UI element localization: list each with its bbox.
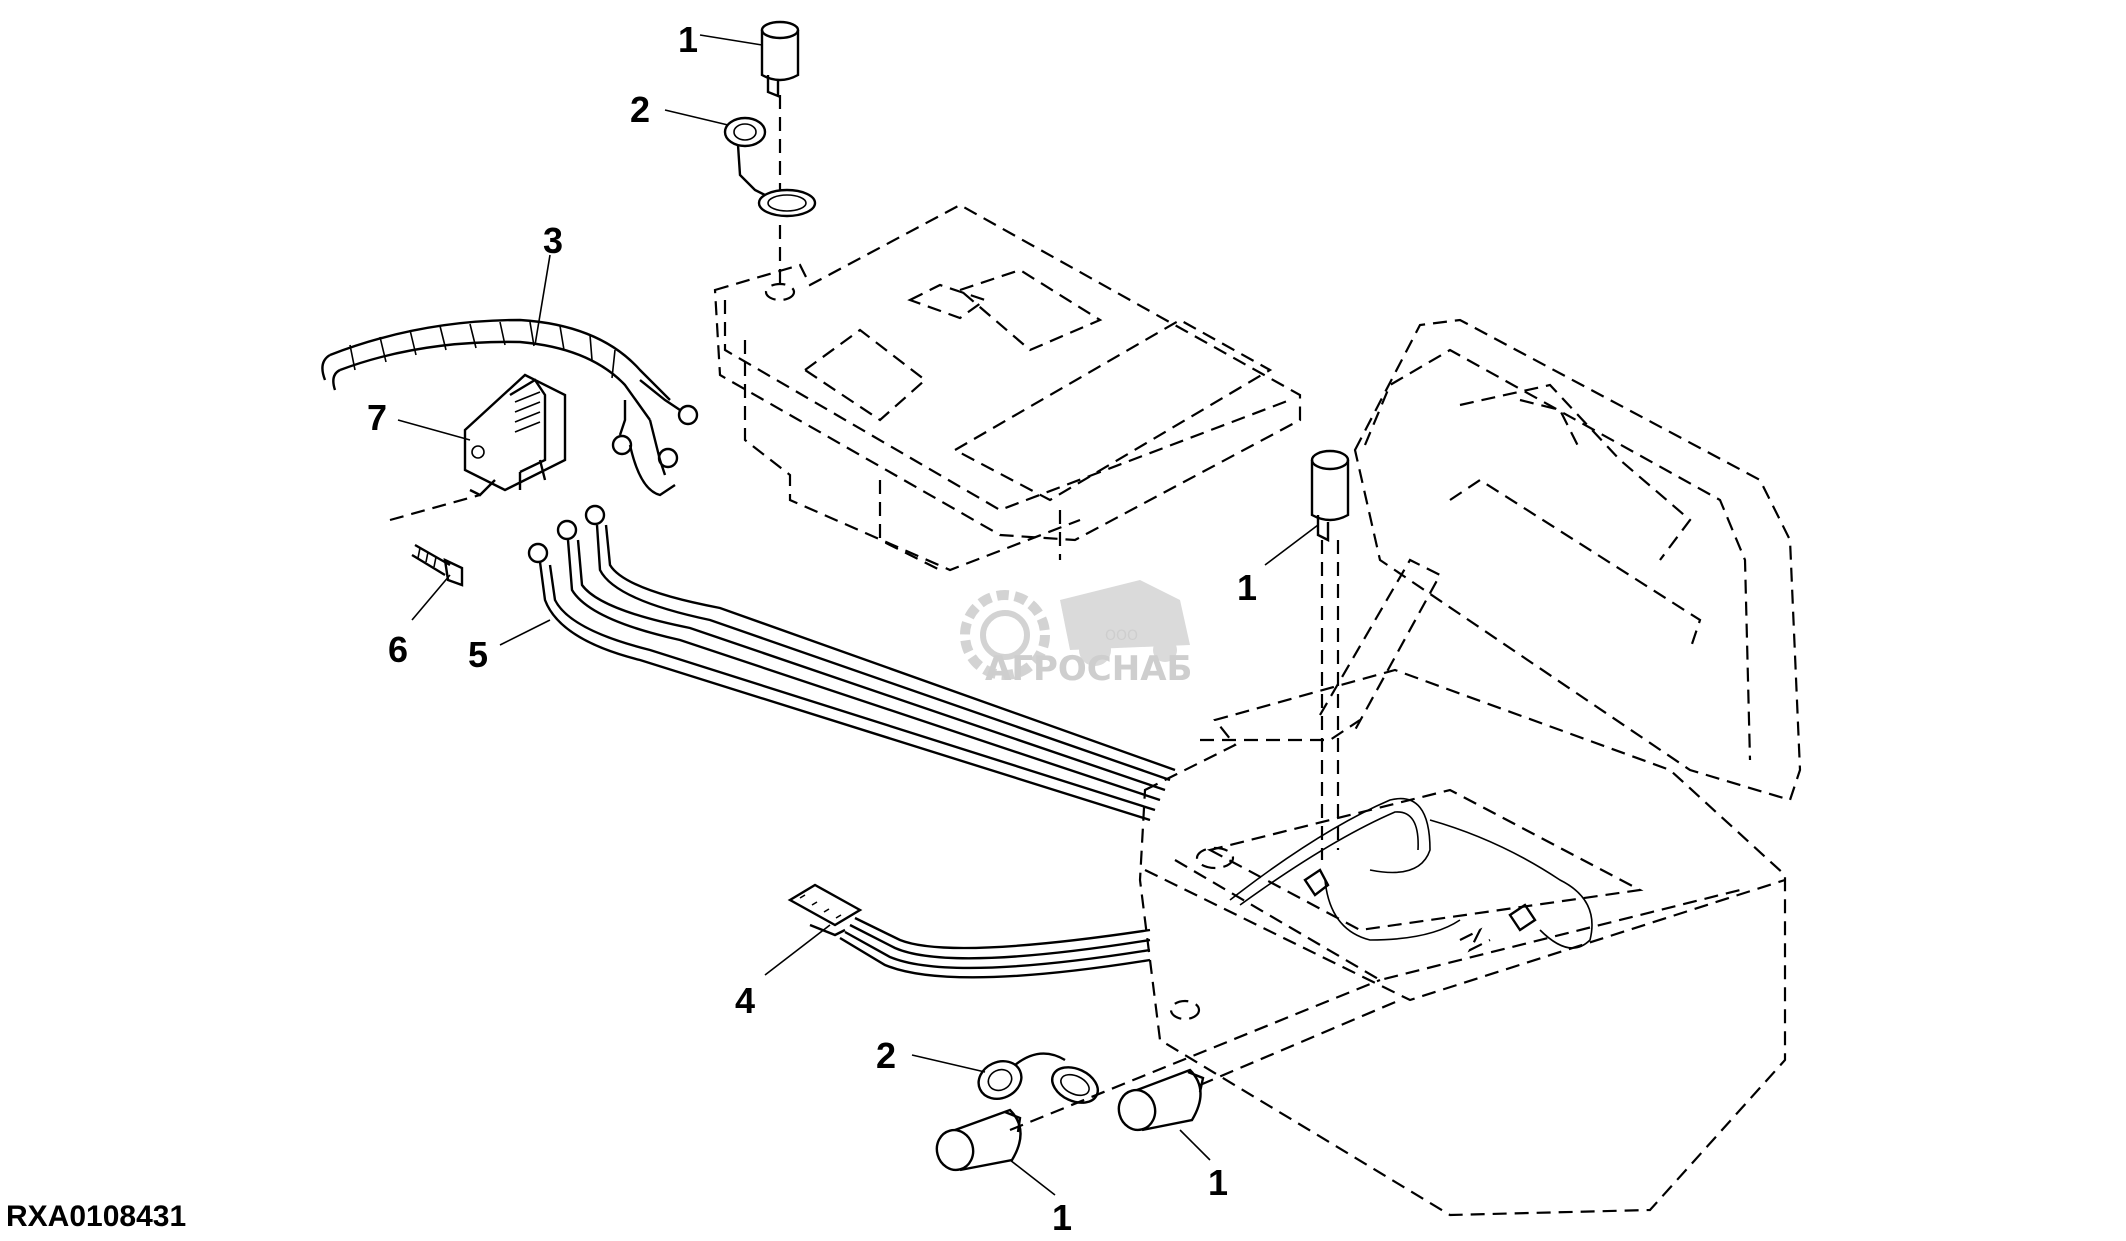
part-1-bottom-left-sensor (935, 1108, 1022, 1172)
leader-bottom-axis-1 (1009, 978, 1381, 1132)
callout-5: 5 (468, 634, 488, 675)
watermark: ООО АГРОСНАБ (960, 580, 1192, 689)
part-1-top-sensor (760, 20, 800, 98)
part-1-mid-sensor (1310, 449, 1350, 542)
figure-id: RXA0108431 (6, 1200, 186, 1233)
bin-internal-harness (1229, 797, 1593, 953)
upper-tray-outline (713, 203, 1302, 572)
callout-6: 6 (388, 629, 408, 670)
part-5-wire-lead (527, 504, 1176, 822)
watermark-company-name: АГРОСНАБ (985, 649, 1192, 689)
callout-4: 4 (735, 980, 755, 1021)
leader-bolt-axis (389, 493, 481, 522)
callout-1-bottom-left: 1 (1052, 1197, 1072, 1238)
callout-2-bottom: 2 (876, 1035, 896, 1076)
callout-leaders (397, 34, 1319, 1196)
callout-1-top: 1 (678, 19, 698, 60)
callout-1-mid: 1 (1237, 567, 1257, 608)
part-1-bottom-right-sensor (1117, 1068, 1205, 1132)
callout-7: 7 (367, 397, 387, 438)
lower-bin-outline (1138, 318, 1802, 1217)
watermark-gear-icon (960, 590, 1050, 680)
callout-3: 3 (543, 220, 563, 261)
part-7-terminal-block (463, 373, 567, 497)
leader-bottom-axis-2 (1199, 998, 1401, 1087)
watermark-harvester-icon (1060, 580, 1190, 666)
callout-2-top: 2 (630, 89, 650, 130)
part-4-connector-harness (787, 883, 1151, 979)
watermark-prefix: ООО (1105, 628, 1138, 644)
part-2-top-holder (723, 116, 817, 218)
part-3-harness-wrap (321, 318, 699, 497)
part-6-bolt (411, 543, 464, 587)
leader-mid-sensor-axis (1320, 540, 1340, 860)
callout-1-bottom-right: 1 (1208, 1162, 1228, 1203)
